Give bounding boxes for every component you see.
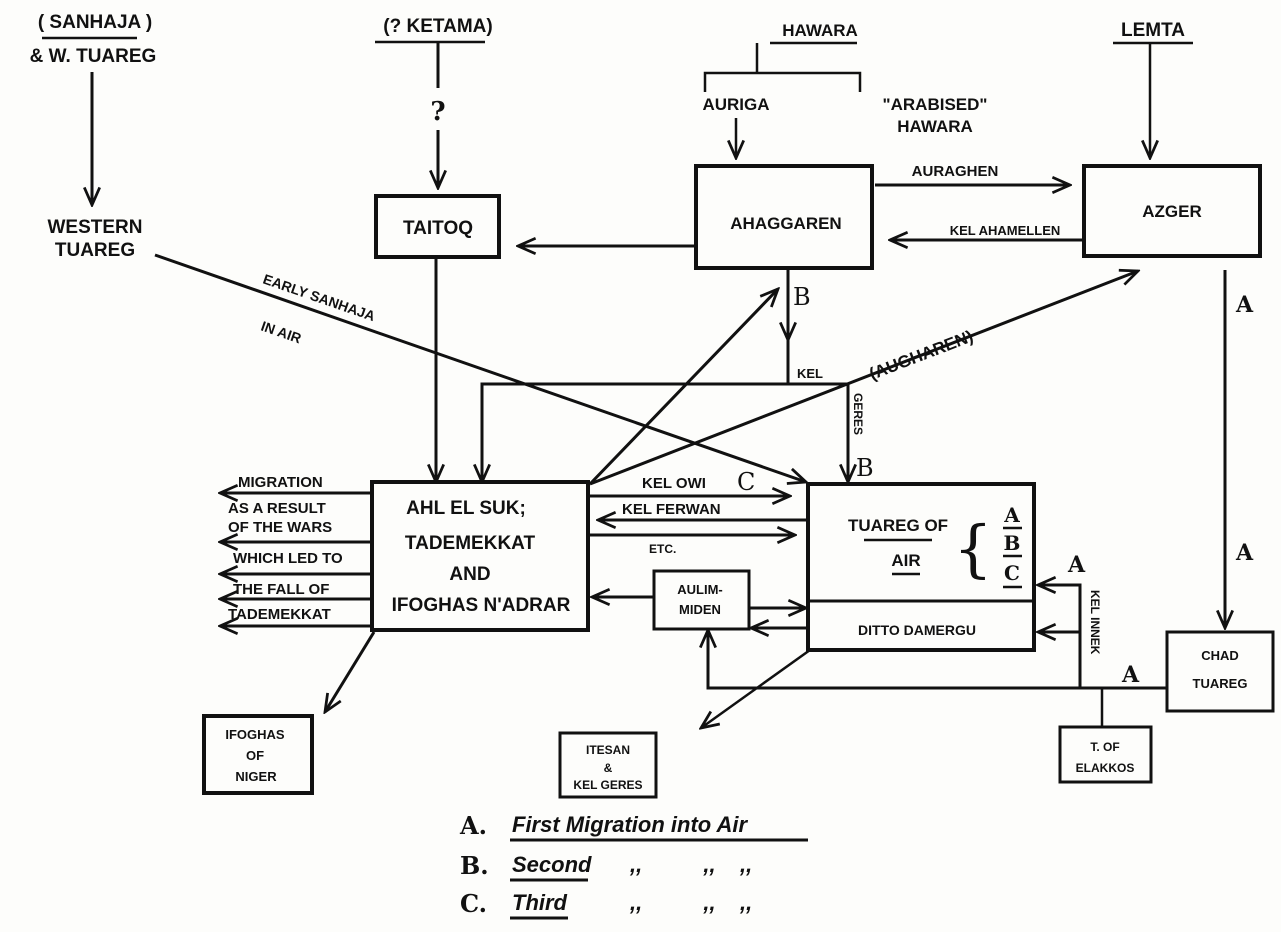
western-tuareg: WESTERN TUAREG: [48, 217, 143, 261]
hawara-label: HAWARA: [782, 21, 858, 40]
origin-lemta: LEMTA: [1113, 20, 1193, 158]
legend-item-b: B. Second ,, ,, ,,: [460, 851, 752, 882]
air-mark-a: A: [1003, 503, 1020, 527]
mark-b-ahaggaren: B: [793, 283, 811, 311]
arrow-kel-innek-to-air: [1038, 585, 1082, 688]
mark-c: C: [737, 468, 755, 496]
ahl-label-3: AND: [449, 564, 490, 585]
auriga-label: AURIGA: [702, 95, 769, 114]
box-ahaggaren: AHAGGAREN: [694, 164, 874, 270]
in-air-label: IN AIR: [259, 318, 303, 347]
air-label-2: AIR: [891, 551, 920, 570]
migration-note-6: TADEMEKKAT: [228, 606, 331, 623]
legend: A. First Migration into Air B. Second ,,…: [459, 811, 808, 920]
kel-label: KEL: [797, 366, 823, 381]
migration-note-1: MIGRATION: [238, 474, 323, 491]
box-elakkos: T. OF ELAKKOS: [1058, 725, 1153, 784]
legend-label-c: Third: [512, 890, 568, 915]
origin-hawara: HAWARA AURIGA "ARABISED" HAWARA: [702, 21, 987, 158]
legend-key-c: C.: [460, 889, 487, 918]
migration-arrows: MIGRATION AS A RESULT OF THE WARS WHICH …: [220, 474, 372, 626]
aulimmiden-label-1: AULIM-: [677, 582, 723, 597]
air-brace: {: [953, 512, 992, 585]
arrow-junction-to-ahl: [482, 382, 848, 482]
hawara-branch: [703, 71, 862, 92]
taitoq-label: TAITOQ: [403, 218, 473, 239]
box-ahl-el-suk: AHL EL SUK; TADEMEKKAT AND IFOGHAS N'ADR…: [370, 480, 590, 632]
legend-label-b: Second: [512, 852, 592, 877]
legend-ditto-c: ,, ,, ,,: [629, 890, 752, 915]
legend-key-b: B.: [460, 851, 489, 880]
mark-a-bottom: A: [1121, 662, 1140, 688]
ifoghas-label-3: NIGER: [235, 769, 277, 784]
arrow-ahl-to-ahaggaren: [588, 289, 778, 486]
kel-owi-label: KEL OWI: [642, 475, 706, 492]
lemta-label: LEMTA: [1121, 20, 1185, 41]
elakkos-label-1: T. OF: [1090, 740, 1119, 754]
legend-item-a: A. First Migration into Air: [459, 811, 808, 842]
box-azger: AZGER: [1082, 164, 1262, 258]
ifoghas-label-1: IFOGHAS: [225, 727, 285, 742]
ifoghas-label-2: OF: [246, 748, 264, 763]
origin-sanhaja: ( SANHAJA ) & W. TUAREG: [30, 12, 157, 67]
migration-note-4: WHICH LED TO: [233, 550, 343, 567]
migration-note-3: OF THE WARS: [228, 519, 332, 536]
augharen-label: (AUGHAREN): [867, 327, 976, 384]
question-mark: ?: [430, 97, 445, 127]
sanhaja-label: ( SANHAJA ): [38, 12, 152, 33]
mark-a-innek: A: [1067, 552, 1086, 578]
box-taitoq: TAITOQ: [374, 194, 501, 259]
ketama-label: (? KETAMA): [383, 16, 492, 37]
ahaggaren-label: AHAGGAREN: [730, 214, 841, 233]
western-label-2: TUAREG: [55, 240, 135, 261]
legend-item-c: C. Third ,, ,, ,,: [460, 889, 752, 920]
mark-b-geres: B: [856, 454, 874, 482]
legend-ditto-b: ,, ,, ,,: [629, 852, 752, 877]
box-chad-tuareg: CHAD TUAREG: [1165, 630, 1275, 713]
air-label-1: TUAREG OF: [848, 516, 948, 535]
box-aulimmiden: AULIM- MIDEN: [652, 569, 751, 631]
legend-key-a: A.: [459, 811, 487, 840]
arrow-chad-to-aulimmiden: [708, 630, 1166, 690]
mark-a-chad: A: [1235, 540, 1254, 566]
elakkos-label-2: ELAKKOS: [1076, 761, 1135, 775]
air-mark-b: B: [1004, 531, 1021, 555]
arrow-augharen: [589, 271, 1138, 486]
legend-label-a: First Migration into Air: [512, 812, 748, 837]
kel-innek-label: KEL INNEK: [1088, 590, 1102, 655]
w-tuareg-label: & W. TUAREG: [30, 46, 157, 67]
origin-ketama: (? KETAMA) ?: [375, 16, 493, 188]
box-tuareg-of-air: TUAREG OF AIR { A B C DITTO DAMERGU: [806, 482, 1036, 652]
itesan-label-1: ITESAN: [586, 743, 630, 757]
ahl-label-1: AHL EL SUK;: [406, 498, 526, 519]
itesan-label-3: KEL GERES: [573, 778, 642, 792]
azger-label: AZGER: [1142, 202, 1202, 221]
chad-label-2: TUAREG: [1193, 676, 1248, 691]
box-ifoghas-of-niger: IFOGHAS OF NIGER: [202, 714, 314, 795]
arrow-ahl-to-ifoghas: [325, 631, 376, 712]
western-label-1: WESTERN: [48, 217, 143, 238]
geres-label: GERES: [851, 393, 865, 435]
auraghen-label: AURAGHEN: [912, 163, 999, 180]
kel-ahamellen-label: KEL AHAMELLEN: [950, 223, 1061, 238]
aulimmiden-label-2: MIDEN: [679, 602, 721, 617]
damergu-label: DITTO DAMERGU: [858, 622, 976, 638]
air-mark-c: C: [1004, 561, 1020, 585]
arabised-label-1: "ARABISED": [883, 95, 988, 114]
arabised-label-2: HAWARA: [897, 117, 973, 136]
kel-ferwan-label: KEL FERWAN: [622, 501, 721, 518]
mark-a-azger: A: [1235, 292, 1254, 318]
ahl-label-2: TADEMEKKAT: [405, 533, 536, 554]
chad-label-1: CHAD: [1201, 648, 1239, 663]
itesan-label-2: &: [604, 761, 613, 775]
box-itesan: ITESAN & KEL GERES: [558, 731, 658, 799]
arrow-damergu-to-itesan: [701, 648, 811, 728]
arrow-early-sanhaja: [154, 253, 806, 482]
migration-note-5: THE FALL OF: [233, 581, 329, 598]
ahl-label-4: IFOGHAS N'ADRAR: [392, 595, 571, 616]
migration-note-2: AS A RESULT: [228, 500, 326, 517]
etc-label: ETC.: [649, 542, 676, 556]
